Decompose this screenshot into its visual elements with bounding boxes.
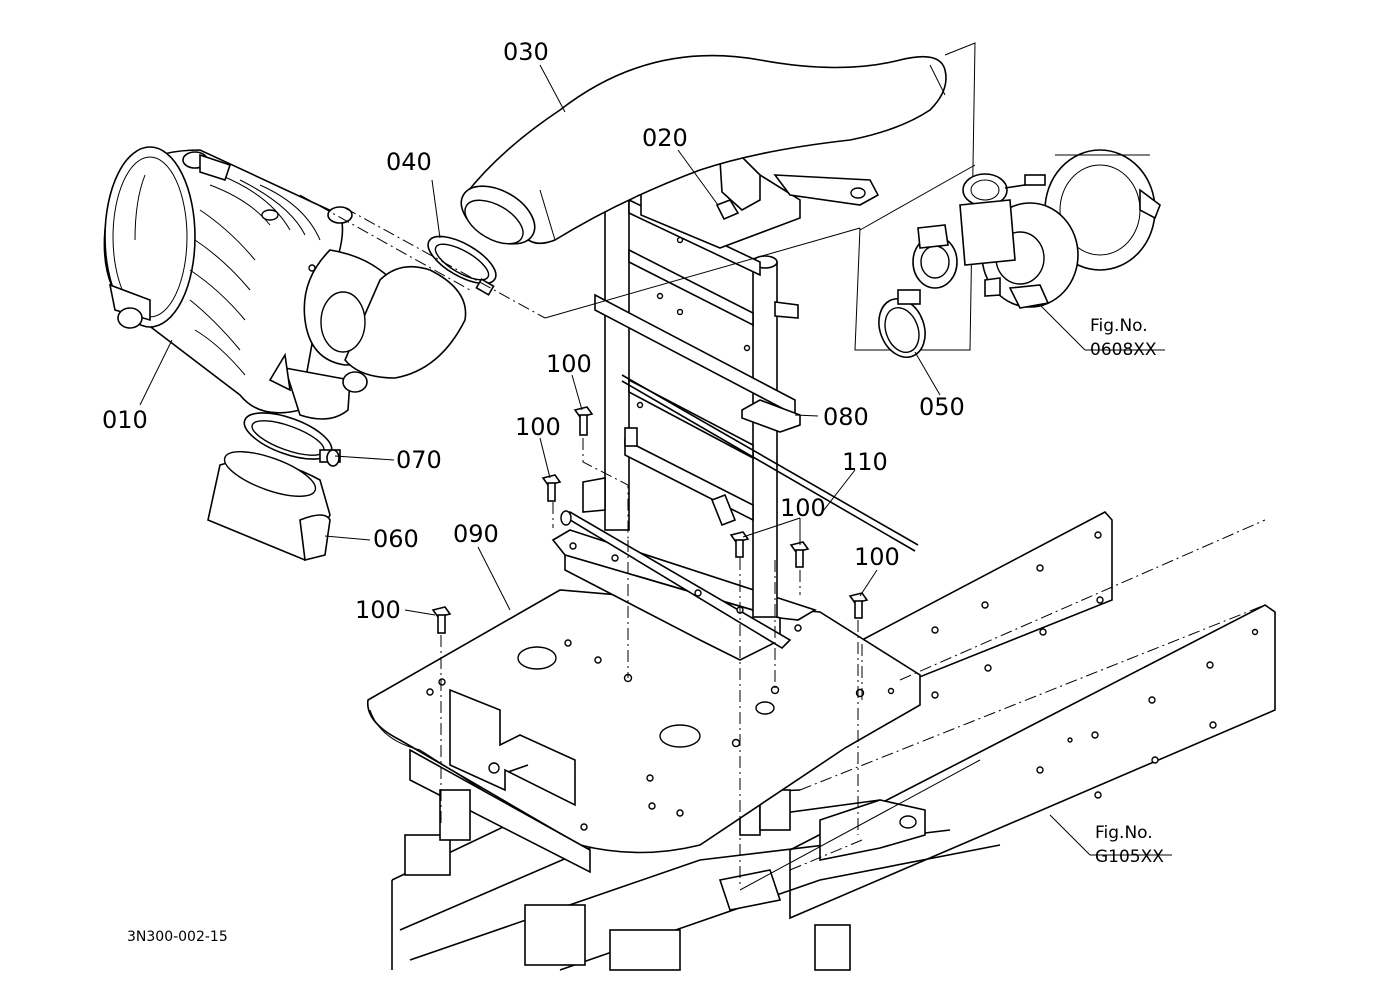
label-040: 040: [386, 148, 432, 176]
hose-clamp-050: [878, 289, 926, 358]
label-100: 100: [515, 413, 561, 441]
bolt: [729, 531, 750, 558]
label-090: 090: [453, 520, 499, 548]
hose-060: [207, 451, 331, 562]
turbocharger: [854, 42, 1161, 351]
intake-hose: [460, 54, 947, 245]
bolt: [541, 474, 562, 502]
label-060: 060: [373, 525, 419, 553]
label-100: 100: [780, 494, 826, 522]
hose-clamp-040: [427, 235, 497, 296]
rod-110: [621, 374, 919, 552]
figure-reference-frame: Fig.No. G105XX: [1095, 823, 1164, 867]
label-070: 070: [396, 446, 442, 474]
bolts-100: [431, 406, 869, 634]
machine-frame: [391, 510, 1276, 971]
label-080: 080: [823, 403, 869, 431]
label-050: 050: [919, 393, 965, 421]
label-100: 100: [854, 543, 900, 571]
bolt: [848, 592, 869, 619]
part-labels: 030 040 020 010 070 060 090 080 110 050 …: [102, 38, 965, 624]
leader-lines: [139, 64, 1172, 856]
figure-ref-prefix: Fig.No.: [1095, 823, 1153, 843]
bolt: [431, 606, 452, 634]
bolt: [789, 541, 810, 568]
figure-ref-number: 0608XX: [1090, 340, 1157, 360]
label-110: 110: [842, 448, 888, 476]
figure-ref-prefix: Fig.No.: [1090, 316, 1148, 336]
assembly-centerlines: [299, 194, 1266, 885]
label-100: 100: [546, 350, 592, 378]
drawing-code: 3N300-002-15: [127, 929, 228, 945]
figure-reference-turbo: Fig.No. 0608XX: [1090, 316, 1157, 360]
bolt: [573, 406, 594, 436]
figure-ref-number: G105XX: [1095, 847, 1164, 867]
label-010: 010: [102, 406, 148, 434]
hose-clamp-070: [243, 412, 341, 467]
label-100: 100: [355, 596, 401, 624]
label-020: 020: [642, 124, 688, 152]
label-030: 030: [503, 38, 549, 66]
air-cleaner: [103, 146, 467, 420]
